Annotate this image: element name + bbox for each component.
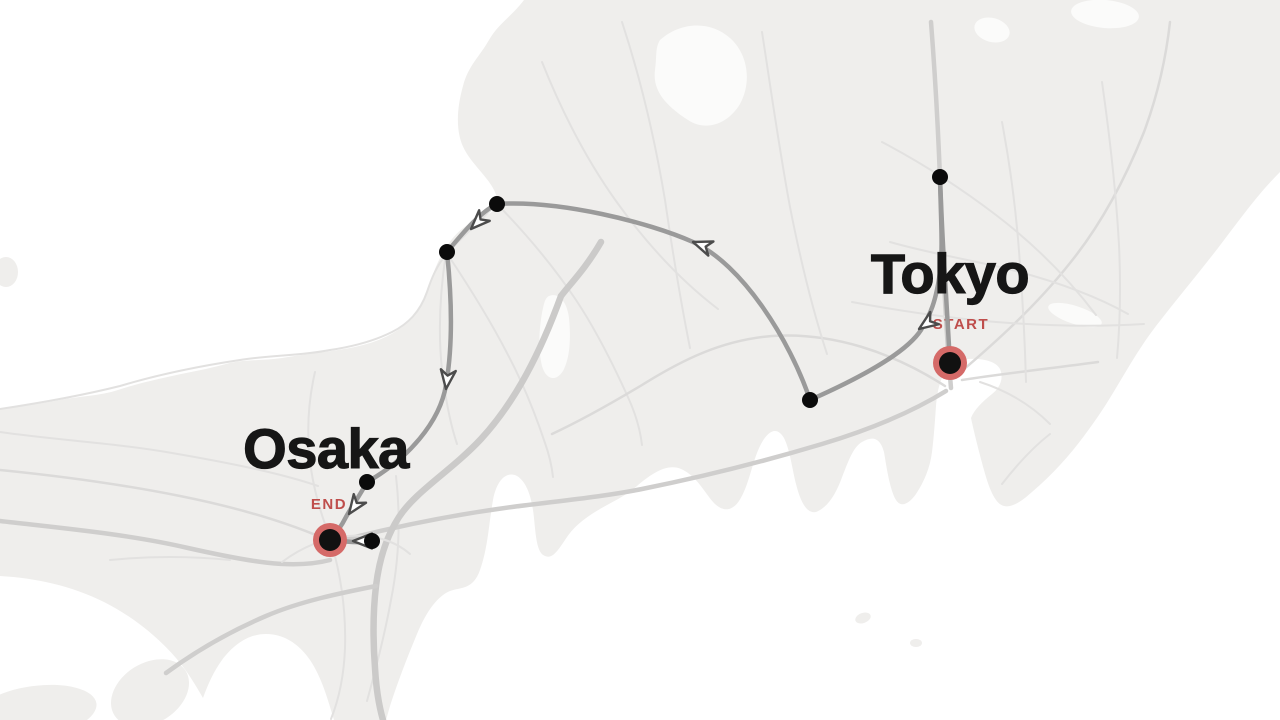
start-marker [933,346,967,380]
route-waypoint-dot [802,392,818,408]
route-arrow-icon [691,240,715,257]
route-arrow-icon [439,368,457,391]
pacific-ocean [386,172,1280,720]
city-labels-layer: Tokyo Osaka [243,241,1031,480]
roads-layer [0,19,1172,720]
sea-of-japan [0,0,524,409]
start-label: START [933,316,989,333]
terrain-patch [1071,0,1139,29]
terrain-patch [654,25,747,126]
lake-biwa [539,295,570,379]
route-arrow-icon [469,209,491,231]
route-layer [313,169,967,557]
island [855,612,871,624]
route-arrow-icon [917,310,941,331]
route-waypoint-dot [359,474,375,490]
osaka-bay [0,576,334,720]
route-waypoint-dot [932,169,948,185]
awaji-island [110,659,190,720]
end-marker [313,523,347,557]
terrain-patch [974,17,1010,43]
lake-kasumigaura [1048,302,1102,328]
island [0,257,18,287]
city-label-tokyo: Tokyo [871,242,1029,305]
island [0,684,97,720]
route-waypoint-dot [439,244,455,260]
route-waypoint-dot [489,196,505,212]
route-waypoint-dot [364,533,380,549]
route-arrow-icon [347,492,368,516]
city-label-osaka: Osaka [243,417,410,480]
end-marker-core [319,529,341,551]
start-marker-core [939,352,961,374]
end-label: END [311,496,347,513]
island [910,639,922,647]
